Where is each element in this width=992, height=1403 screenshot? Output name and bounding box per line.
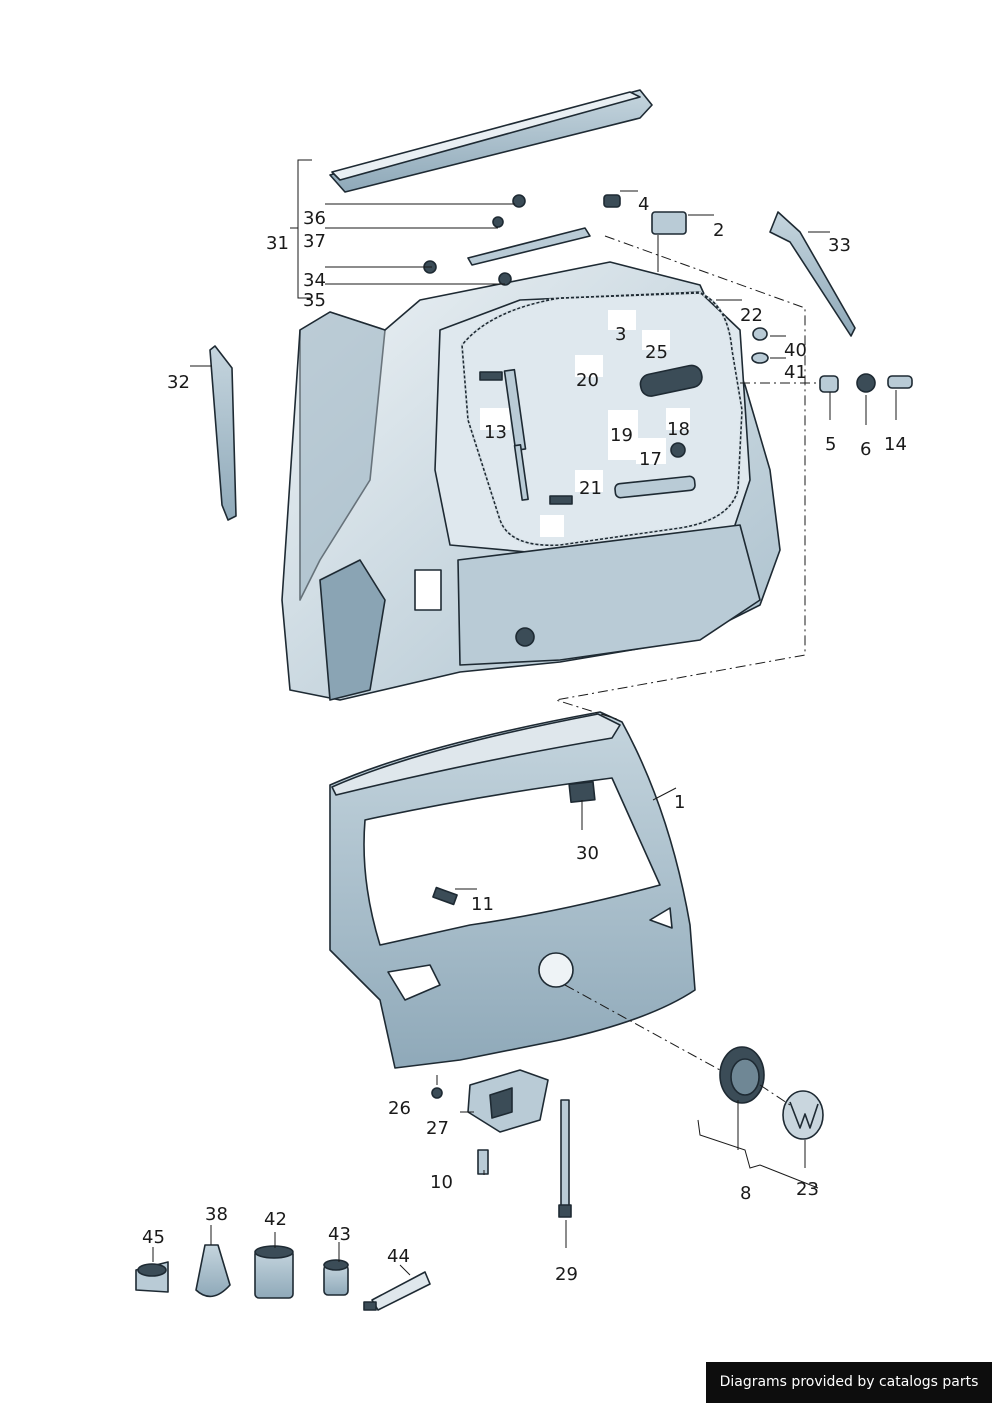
callout-27: 27	[426, 1118, 449, 1139]
vw-emblem	[782, 1090, 824, 1140]
callout-17: 17	[639, 449, 662, 470]
callout-41: 41	[784, 362, 807, 383]
callout-38: 38	[205, 1204, 228, 1225]
hardware-parts	[423, 194, 913, 1175]
side-trim-right	[769, 211, 856, 337]
callout-1: 1	[674, 792, 685, 813]
gas-strut	[503, 368, 529, 501]
callout-43: 43	[328, 1224, 351, 1245]
washer-jet-pipe	[558, 1099, 572, 1218]
callout-32: 32	[167, 372, 190, 393]
side-trim-left	[209, 345, 237, 521]
tailgate-lock	[467, 1069, 549, 1133]
callout-13: 13	[484, 422, 507, 443]
callout-23: 23	[796, 1179, 819, 1200]
callout-8: 8	[740, 1183, 751, 1204]
callout-14: 14	[884, 434, 907, 455]
callout-30: 30	[576, 843, 599, 864]
callout-33: 33	[828, 235, 851, 256]
callout-21: 21	[579, 478, 602, 499]
callout-11: 11	[471, 894, 494, 915]
callout-20: 20	[576, 370, 599, 391]
callout-5: 5	[825, 434, 836, 455]
credit-banner: Diagrams provided by catalogs parts	[706, 1362, 992, 1403]
callout-3: 3	[615, 324, 626, 345]
callout-45: 45	[142, 1227, 165, 1248]
callout-18: 18	[667, 419, 690, 440]
callout-10: 10	[430, 1172, 453, 1193]
rear-spoiler	[329, 89, 653, 193]
callout-35: 35	[303, 290, 326, 311]
callout-34: 34	[303, 270, 326, 291]
leader-lines	[152, 159, 897, 1276]
callout-36: 36	[303, 208, 326, 229]
callout-4: 4	[638, 194, 649, 215]
emblem-carrier	[719, 1046, 765, 1104]
callout-25: 25	[645, 342, 668, 363]
callout-labels: 1 2 3 4 5 6 8 10 11 13 14 17 18 19 20 21…	[142, 194, 907, 1285]
car-body-rear	[281, 261, 781, 701]
callout-19: 19	[610, 425, 633, 446]
alignment-lines	[555, 235, 820, 1106]
callout-42: 42	[264, 1209, 287, 1230]
callout-29: 29	[555, 1264, 578, 1285]
callout-backgrounds	[480, 310, 690, 537]
accessories	[135, 1244, 431, 1311]
spoiler-bracket	[467, 227, 591, 266]
callout-22: 22	[740, 305, 763, 326]
callout-40: 40	[784, 340, 807, 361]
callout-44: 44	[387, 1246, 410, 1267]
callout-31: 31	[266, 233, 289, 254]
callout-37: 37	[303, 231, 326, 252]
callout-6: 6	[860, 439, 871, 460]
callout-26: 26	[388, 1098, 411, 1119]
tailgate	[329, 711, 696, 1069]
callout-2: 2	[713, 220, 724, 241]
